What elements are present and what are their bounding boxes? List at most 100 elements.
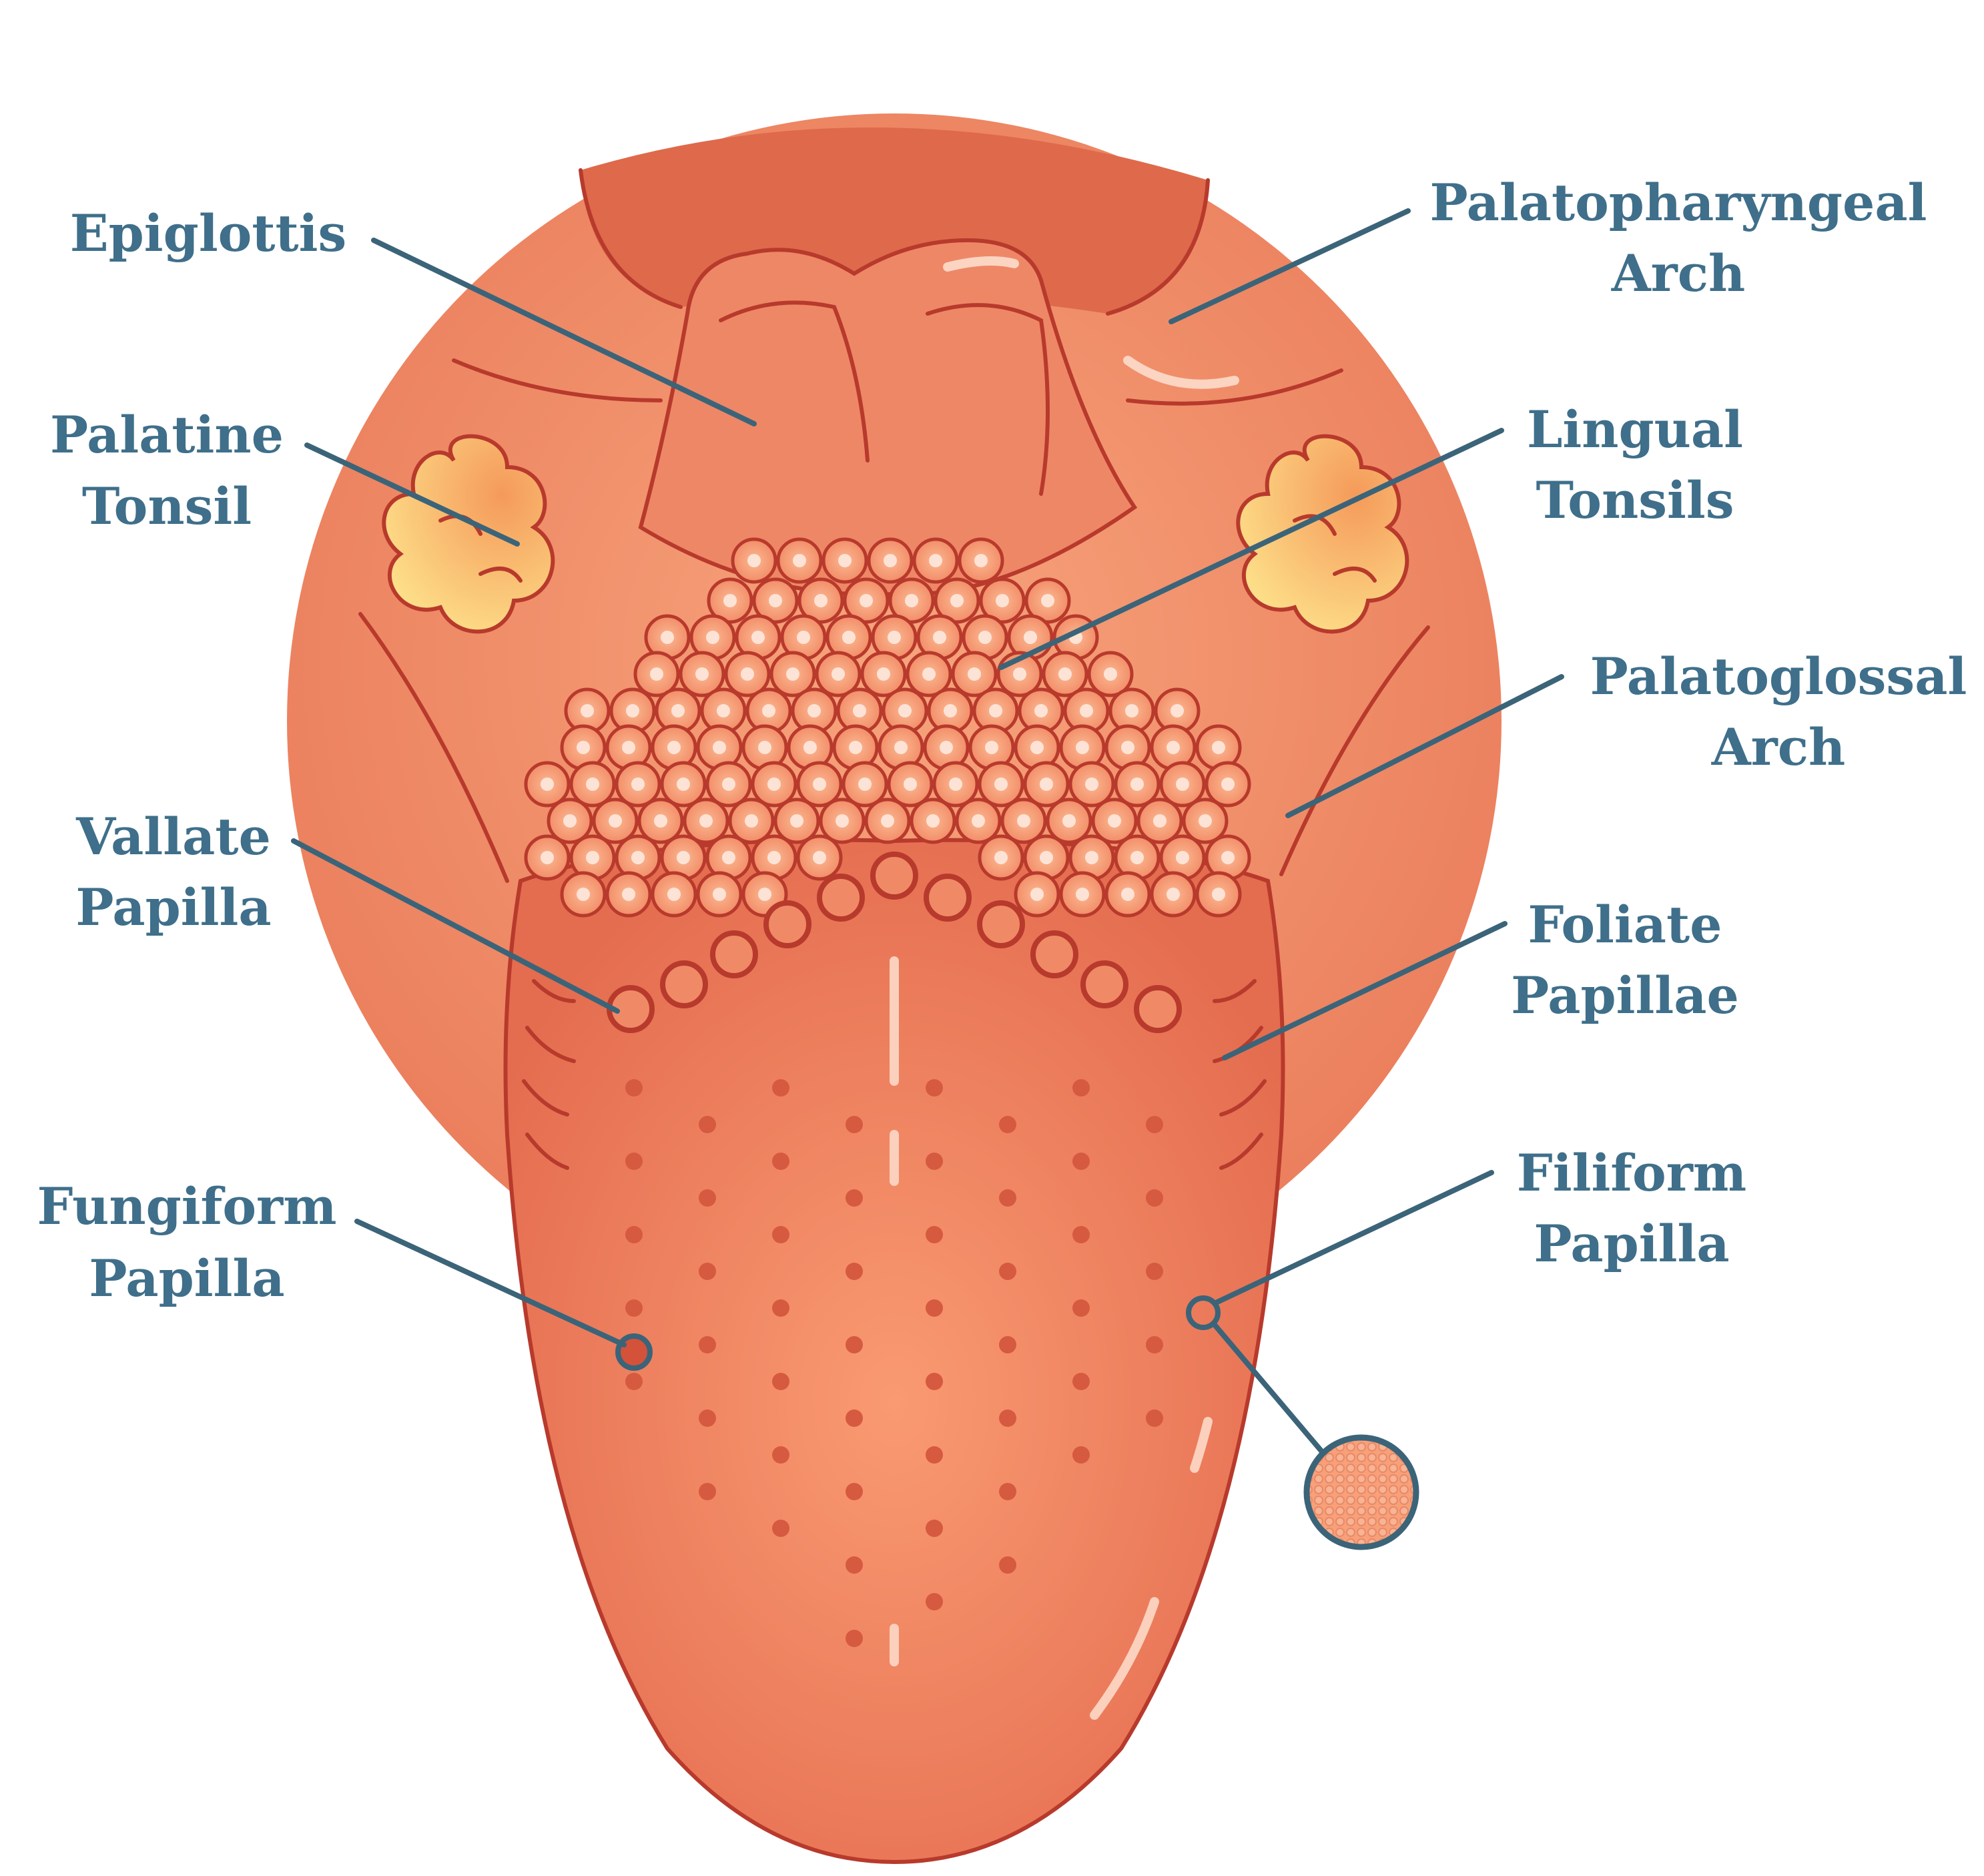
arch-lines xyxy=(358,356,1430,883)
fungiform-dot xyxy=(999,1410,1016,1427)
fungiform-dot xyxy=(846,1336,863,1353)
lingual-tonsil-bump xyxy=(842,761,888,808)
lingual-tonsil-bump xyxy=(745,687,792,734)
vallate-papillae-arc xyxy=(607,852,1182,1033)
lingual-tonsil-bump xyxy=(796,761,843,808)
leader-foliate-papillae xyxy=(1222,921,1508,1060)
lingual-tonsil-bump xyxy=(1114,761,1161,808)
vallate-papilla-ring xyxy=(1080,960,1128,1008)
lingual-tonsil-bump xyxy=(524,761,571,808)
fungiform-dot xyxy=(772,1226,789,1243)
vallate-papilla-ring xyxy=(870,852,918,900)
fungiform-dot xyxy=(699,1336,716,1353)
lingual-tonsil-bump xyxy=(524,834,571,881)
lingual-tonsil-bump xyxy=(683,798,729,844)
fungiform-dot xyxy=(772,1079,789,1097)
vallate-papilla-ring xyxy=(1030,930,1078,978)
lingual-tonsil-bump xyxy=(1014,724,1060,771)
fungiform-dots xyxy=(625,1079,1163,1647)
lingual-tonsil-bump xyxy=(689,614,736,661)
vallate-papilla-ring xyxy=(710,930,758,978)
lingual-tonsil-bump xyxy=(1024,577,1071,624)
fungiform-dot xyxy=(699,1483,716,1500)
label-palatopharyngeal-arch-line2: Arch xyxy=(1611,244,1746,303)
lingual-tonsil-bump xyxy=(910,798,956,844)
lingual-tonsil-bump xyxy=(592,798,639,844)
leader-palatopharyngeal-arch xyxy=(1169,208,1411,324)
lingual-tonsil-bump xyxy=(1087,651,1134,697)
lingual-tonsil-bump xyxy=(860,651,907,697)
lingual-tonsil-bump xyxy=(1195,871,1242,918)
lingual-tonsil-bump xyxy=(724,651,771,697)
fungiform-dot xyxy=(926,1520,943,1537)
lingual-tonsil-bump xyxy=(1023,761,1070,808)
lingual-tonsil-bump xyxy=(843,577,890,624)
lingual-tonsil-bump xyxy=(1104,871,1151,918)
lingual-tonsil-bump xyxy=(707,577,753,624)
lingual-tonsil-bump xyxy=(825,614,872,661)
lingual-tonsil-bump xyxy=(776,537,823,584)
lingual-tonsil-bump xyxy=(1014,871,1060,918)
fungiform-dot xyxy=(926,1299,943,1317)
fungiform-dot xyxy=(699,1263,716,1280)
lingual-tonsil-bump xyxy=(651,871,697,918)
lingual-tonsil-bump xyxy=(651,724,697,771)
lingual-tonsil-bump xyxy=(962,614,1008,661)
vallate-papilla-ring xyxy=(817,874,865,922)
lingual-tonsil-bump xyxy=(564,687,611,734)
vallate-papilla-ring xyxy=(660,960,708,1008)
vallate-papilla-ring xyxy=(924,874,972,922)
fungiform-dot xyxy=(625,1373,643,1390)
lingual-tonsil-bump xyxy=(1042,651,1088,697)
label-fungiform-papilla-line1: Fungiform xyxy=(37,1177,337,1236)
fungiform-dot xyxy=(1072,1079,1090,1097)
fungiform-dot xyxy=(999,1483,1016,1500)
fungiform-dot xyxy=(625,1153,643,1170)
fungiform-dot xyxy=(625,1299,643,1317)
label-foliate-papillae-line1: Foliate xyxy=(1528,895,1722,954)
lingual-tonsil-bump xyxy=(633,651,680,697)
fungiform-dot xyxy=(999,1336,1016,1353)
vallate-papilla-ring xyxy=(977,900,1025,948)
fungiform-dot xyxy=(772,1446,789,1464)
fungiform-dot xyxy=(926,1153,943,1170)
lingual-tonsil-bump xyxy=(569,761,616,808)
lingual-tonsil-bump xyxy=(752,577,799,624)
fungiform-dot xyxy=(1146,1263,1163,1280)
lingual-tonsil-bump xyxy=(791,687,838,734)
lingual-tonsil-bump xyxy=(773,798,820,844)
fungiform-dot xyxy=(772,1373,789,1390)
fungiform-dot xyxy=(1072,1299,1090,1317)
lingual-tonsil-bump xyxy=(615,761,661,808)
label-palatoglossal-arch-line2: Arch xyxy=(1711,717,1846,777)
lingual-tonsil-bump xyxy=(912,537,959,584)
fungiform-dot xyxy=(1146,1410,1163,1427)
lingual-tonsil-bump xyxy=(955,798,1002,844)
lingual-tonsil-bump xyxy=(1091,798,1138,844)
lingual-tonsil-bump xyxy=(1068,761,1115,808)
fungiform-dot xyxy=(772,1153,789,1170)
lingual-tonsil-bump xyxy=(867,537,914,584)
vallate-papilla-ring xyxy=(1134,985,1182,1033)
fungiform-dot xyxy=(926,1446,943,1464)
fungiform-dot xyxy=(1072,1153,1090,1170)
lingual-tonsil-bump xyxy=(741,724,788,771)
lingual-tonsil-bump xyxy=(1046,798,1092,844)
lingual-tonsil-bump xyxy=(796,834,843,881)
lingual-tonsil-bump xyxy=(951,651,998,697)
fungiform-dot xyxy=(625,1079,643,1097)
lingual-tonsil-bump xyxy=(751,761,797,808)
lingual-tonsil-bump xyxy=(1063,687,1110,734)
lingual-tonsil-bump xyxy=(1000,798,1047,844)
fungiform-dot xyxy=(926,1226,943,1243)
lingual-tonsil-bump xyxy=(1136,798,1183,844)
lingual-tonsil-bump xyxy=(731,537,777,584)
label-palatine-tonsil-line1: Palatine xyxy=(50,405,284,464)
lingual-tonsil-bump xyxy=(979,577,1026,624)
lingual-tonsil-bump xyxy=(906,651,952,697)
fungiform-dot xyxy=(1146,1116,1163,1133)
label-palatopharyngeal-arch-line1: Palatopharyngeal xyxy=(1430,173,1927,232)
fungiform-dot xyxy=(699,1410,716,1427)
label-lingual-tonsils-line1: Lingual xyxy=(1527,400,1743,459)
